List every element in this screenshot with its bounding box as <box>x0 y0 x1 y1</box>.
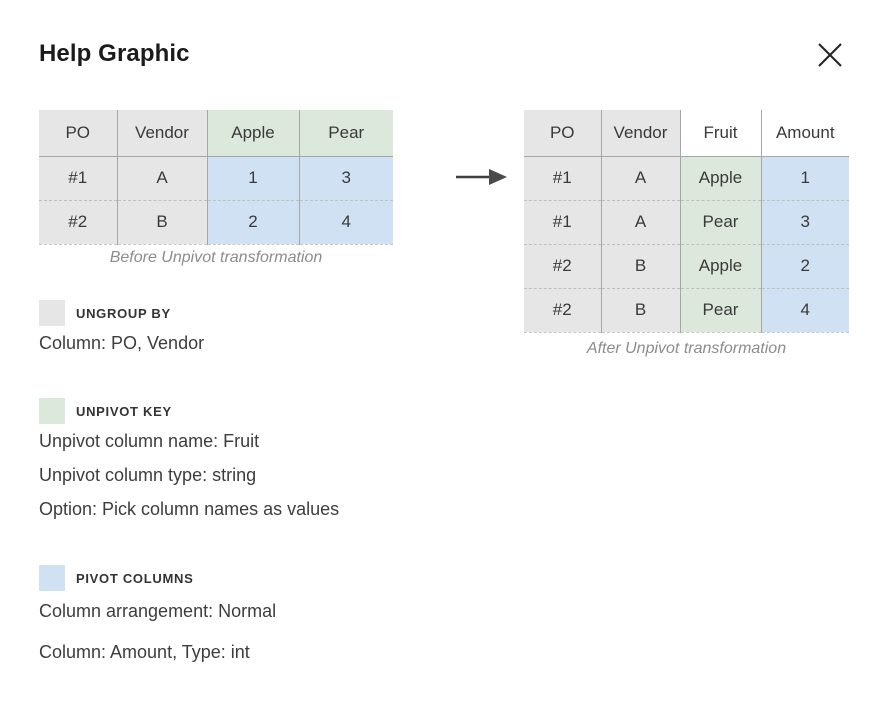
table-row: #2 B Pear 4 <box>524 287 849 333</box>
table-row: #2 B 2 4 <box>39 199 393 245</box>
legend-group-ungroup-by: UNGROUP BY Column: PO, Vendor <box>39 300 204 360</box>
legend-group-pivot-columns: PIVOT COLUMNS Column arrangement: Normal… <box>39 565 276 673</box>
column-header-amount: Amount <box>761 110 849 157</box>
legend-heading: UNPIVOT KEY <box>39 398 339 424</box>
legend-heading: UNGROUP BY <box>39 300 204 326</box>
after-table-caption: After Unpivot transformation <box>586 340 787 357</box>
legend-heading: PIVOT COLUMNS <box>39 565 276 591</box>
cell-po: #2 <box>524 287 602 333</box>
cell-po: #1 <box>524 199 602 244</box>
cell-vendor: A <box>601 199 681 244</box>
cell-fruit: Pear <box>680 287 762 333</box>
close-icon <box>815 40 845 70</box>
cell-po: #2 <box>524 243 602 288</box>
cell-po: #2 <box>39 199 118 245</box>
ungroup-by-color-swatch <box>39 300 65 326</box>
close-button[interactable] <box>813 38 847 72</box>
ungroup-by-detail-column: Column: PO, Vendor <box>39 333 205 353</box>
cell-apple: 2 <box>207 199 300 245</box>
cell-vendor: B <box>601 287 681 333</box>
table-row: #2 B Apple 2 <box>524 243 849 288</box>
cell-amount: 1 <box>761 156 849 200</box>
cell-pear: 4 <box>299 199 393 245</box>
cell-amount: 3 <box>761 199 849 244</box>
column-header-fruit: Fruit <box>680 110 762 157</box>
legend-label-ungroup-by: UNGROUP BY <box>76 305 171 321</box>
cell-po: #1 <box>39 156 118 200</box>
cell-apple: 1 <box>207 156 300 200</box>
table-row: #1 A Apple 1 <box>524 156 849 200</box>
table-header-row: PO Vendor Apple Pear <box>39 110 393 157</box>
cell-vendor: B <box>117 199 208 245</box>
column-header-po: PO <box>39 110 118 157</box>
column-header-po: PO <box>524 110 602 157</box>
before-unpivot-table: PO Vendor Apple Pear #1 A 1 3 #2 B 2 4 <box>39 110 393 245</box>
legend-label-unpivot-key: UNPIVOT KEY <box>76 403 172 419</box>
unpivot-key-color-swatch <box>39 398 65 424</box>
cell-fruit: Pear <box>680 199 762 244</box>
column-header-vendor: Vendor <box>601 110 681 157</box>
after-unpivot-table: PO Vendor Fruit Amount #1 A Apple 1 #1 A… <box>524 110 849 333</box>
table-row: #1 A Pear 3 <box>524 199 849 244</box>
cell-pear: 3 <box>299 156 393 200</box>
arrow-right-icon <box>455 169 511 192</box>
table-header-row: PO Vendor Fruit Amount <box>524 110 849 157</box>
cell-vendor: A <box>601 156 681 200</box>
legend-label-pivot-columns: PIVOT COLUMNS <box>76 570 194 586</box>
legend-group-unpivot-key: UNPIVOT KEY Unpivot column name: Fruit U… <box>39 398 339 526</box>
dialog-header: Help Graphic <box>0 0 878 96</box>
column-header-apple: Apple <box>207 110 300 157</box>
pivot-columns-detail-arrangement: Column arrangement: Normal <box>39 601 277 621</box>
unpivot-key-detail-name: Unpivot column name: Fruit <box>39 431 260 451</box>
pivot-columns-detail-column: Column: Amount, Type: int <box>39 642 250 662</box>
cell-po: #1 <box>524 156 602 200</box>
unpivot-key-detail-type: Unpivot column type: string <box>39 465 257 485</box>
cell-amount: 4 <box>761 287 849 333</box>
page-title: Help Graphic <box>39 40 190 67</box>
column-header-pear: Pear <box>299 110 393 157</box>
cell-fruit: Apple <box>680 156 762 200</box>
cell-vendor: A <box>117 156 208 200</box>
unpivot-key-detail-option: Option: Pick column names as values <box>39 499 340 519</box>
cell-amount: 2 <box>761 243 849 288</box>
column-header-vendor: Vendor <box>117 110 208 157</box>
transformation-arrow <box>455 166 511 193</box>
table-row: #1 A 1 3 <box>39 156 393 200</box>
cell-vendor: B <box>601 243 681 288</box>
cell-fruit: Apple <box>680 243 762 288</box>
before-table-caption: Before Unpivot transformation <box>109 249 323 266</box>
pivot-columns-color-swatch <box>39 565 65 591</box>
